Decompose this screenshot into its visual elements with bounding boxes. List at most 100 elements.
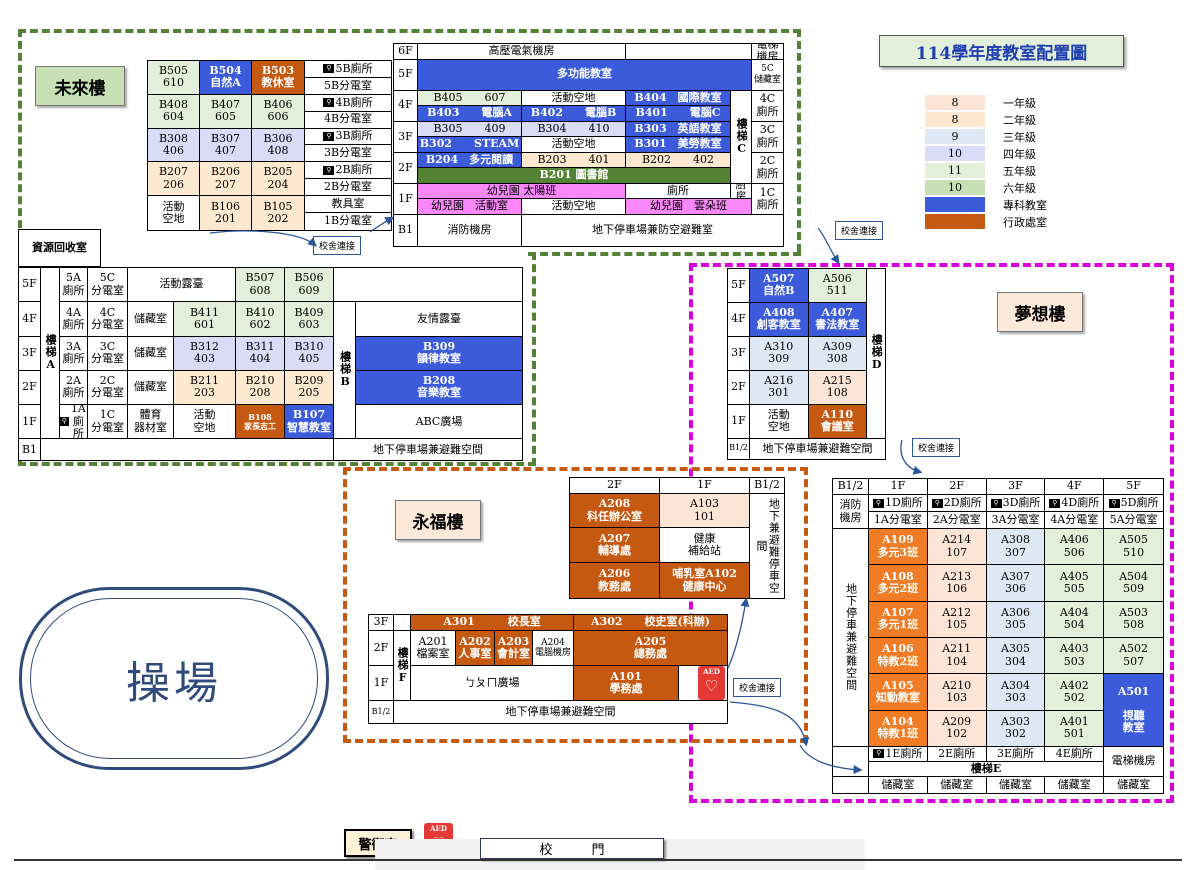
floor-label-text: 1F — [697, 478, 712, 492]
room-cell: A208 科任辦公室 — [570, 493, 660, 529]
room-cell-text: 多功能教室 — [557, 67, 612, 81]
floor-label-text: B1/2 — [371, 706, 391, 716]
room-cell: B411 601 — [174, 302, 236, 337]
restroom-cell-text: 5B廁所 — [335, 61, 373, 75]
room-cell: 體育 器材室 — [128, 405, 174, 440]
room-cell-text: A211 104 — [942, 642, 972, 668]
room-cell-text: 廚房 — [735, 183, 747, 200]
room-cell: B305 409 — [418, 121, 522, 138]
room-cell-text: B211 203 — [189, 374, 220, 400]
restroom-cell-text: 1A 廁所 — [70, 405, 86, 440]
stair-label-text: 樓梯B — [338, 351, 352, 390]
room-cell-text: B405 607 — [433, 90, 506, 104]
room-cell-text: A105 知動教室 — [875, 678, 920, 704]
room-cell: B406 606 — [252, 94, 305, 129]
room-cell-text: A103 101 — [690, 497, 719, 523]
room-cell-text: A404 504 — [1059, 606, 1089, 632]
room-cell-text: B312 403 — [189, 339, 220, 366]
room-cell-text: B309 韻律教室 — [417, 339, 461, 366]
restroom-cell: ⚲2B廁所 — [305, 162, 391, 180]
room-cell-text: B507 608 — [245, 271, 275, 297]
room-cell: B206 207 — [200, 162, 252, 197]
room-cell: A109 多元3班 — [869, 529, 928, 566]
room-cell: A207 輔導處 — [570, 528, 660, 564]
room-cell: A308 307 — [986, 529, 1046, 566]
room-cell: B408 604 — [148, 94, 200, 129]
floor-label: 4F — [394, 90, 418, 122]
electric-room-cell-text: 4B分電室 — [323, 112, 373, 126]
room-cell-text: 儲藏室 — [940, 777, 974, 791]
empty-cell — [833, 776, 869, 793]
restroom-cell-text: 教具室 — [331, 196, 365, 210]
floor-label: 3F — [394, 121, 418, 153]
empty-cell — [334, 268, 522, 303]
floor-label-text: 5F — [1126, 479, 1141, 493]
electric-room-cell-text: 3A分電室 — [991, 512, 1040, 526]
room-cell: B204 多元閱讀 — [418, 152, 522, 169]
room-cell: B306 408 — [252, 128, 305, 163]
room-cell-text: 消防機房 — [447, 223, 492, 237]
room-cell-text: A109 多元3班 — [877, 533, 919, 559]
floor-label-text: 3F — [1008, 479, 1023, 493]
room-cell: B105 202 — [252, 196, 305, 230]
restroom-cell: 5A 廁所 — [60, 268, 88, 303]
room-cell: A408 創客教室 — [750, 302, 809, 337]
room-cell: B507 608 — [236, 268, 285, 303]
room-cell: A306 305 — [986, 601, 1046, 638]
room-cell-text: B410 602 — [245, 305, 275, 331]
room-cell-text: 5C 儲藏室 — [753, 64, 781, 85]
room-cell: 地下停車場兼避難空間 — [750, 439, 885, 459]
room-cell-text: A216 301 — [764, 373, 794, 400]
room-cell: 友情露臺 — [356, 302, 522, 337]
room-cell-text: 活動 空地 — [193, 408, 216, 434]
electric-room-cell-text: 1B分電室 — [323, 214, 373, 228]
restroom-cell-text: 5A 廁所 — [62, 271, 85, 297]
room-cell-text: 活動 空地 — [767, 407, 790, 434]
restroom-icon: ⚲ — [872, 498, 884, 508]
room-cell-text: B311 404 — [245, 339, 275, 366]
room-cell-text: A501 視聽 教室 — [1117, 684, 1150, 735]
room-cell: A210 103 — [927, 674, 987, 711]
room-cell: ABC廣場 — [356, 405, 522, 440]
floor-label-text: 2F — [949, 479, 965, 493]
room-cell: 地下停車場兼避難空間 — [334, 439, 522, 460]
restroom-cell: ⚲3D廁所 — [986, 495, 1046, 512]
restroom-cell-text: 4E廁所 — [1055, 746, 1093, 760]
room-cell: A501 視聽 教室 — [1104, 674, 1163, 747]
room-cell: B302 STEAM — [418, 137, 522, 153]
room-cell-text: B204 多元閱讀 — [425, 152, 514, 166]
restroom-icon: ⚲ — [873, 749, 885, 759]
yongfu-building-label: 永福樓 — [395, 500, 481, 540]
floor-label-text: 5F — [22, 277, 37, 291]
room-cell: B405 607 — [418, 90, 522, 107]
room-cell: B211 203 — [174, 370, 236, 406]
legend-row: 專科教室 — [925, 196, 1047, 213]
electric-room-cell: 2A分電室 — [927, 512, 987, 529]
room-cell: B209 205 — [285, 370, 334, 406]
future-building-label: 未來樓 — [35, 66, 125, 106]
legend-row: 行政處室 — [925, 213, 1047, 230]
restroom-cell-text: 2E廁所 — [938, 746, 976, 760]
floor-label: 5F — [1104, 479, 1163, 495]
floor-label-text: 5F — [398, 67, 413, 81]
floor-label-text: B1/2 — [837, 479, 864, 493]
stair-label: 樓梯D — [867, 269, 885, 439]
room-cell: B301 美勞教室 — [626, 137, 731, 153]
room-cell-text: 儲藏室 — [1117, 777, 1151, 791]
room-cell-text: 活動空地 — [551, 90, 596, 104]
room-cell: A203 會計室 — [495, 631, 533, 666]
room-cell: A106 特教2班 — [869, 637, 928, 675]
yongfu-building-outline — [343, 467, 808, 743]
room-cell: A201 檔案室 — [411, 631, 456, 666]
room-cell: A503 508 — [1104, 601, 1163, 638]
room-cell: 高壓電氣機房 — [418, 44, 626, 60]
room-cell-text: 儲藏室 — [1057, 777, 1091, 791]
electric-room-cell: 5C 分電室 — [88, 268, 128, 303]
room-cell: A404 504 — [1045, 601, 1105, 638]
room-cell: B308 406 — [148, 128, 200, 163]
room-cell-text: A405 505 — [1059, 569, 1089, 595]
room-cell-text: A210 103 — [942, 678, 972, 704]
room-cell: B207 206 — [148, 162, 200, 197]
room-cell: A216 301 — [750, 370, 809, 405]
